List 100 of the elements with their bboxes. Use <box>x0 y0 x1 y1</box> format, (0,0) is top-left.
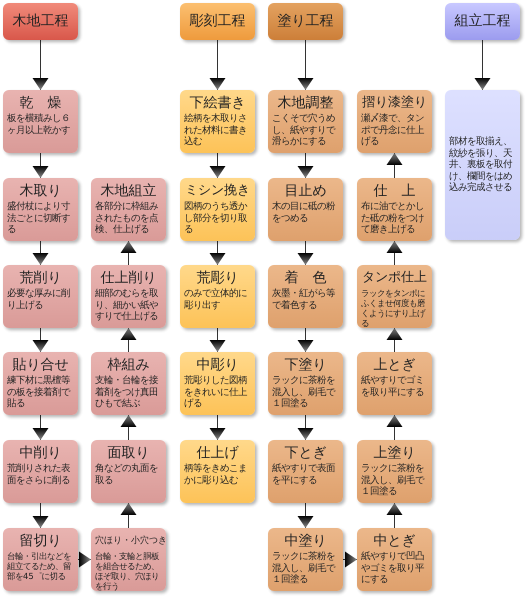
step-description: 柄等をきめこまかに彫り込む <box>184 463 248 486</box>
step-description: 各部分に枠組みされたものを点検、仕上げる <box>95 201 159 236</box>
arrow <box>210 328 226 352</box>
process-box <box>91 440 166 503</box>
step-title: 貼り合せ <box>12 357 70 373</box>
arrow <box>474 40 490 90</box>
step-description: 紙やすりで凹凸やゴミを取り平にする <box>361 551 425 586</box>
arrow <box>32 414 48 440</box>
step-title: 仕上げ <box>196 445 240 461</box>
step-title: 上とぎ <box>372 357 416 373</box>
step-title: 上塗り <box>372 445 416 461</box>
step-description: ラックに茶粉を混入し、刷毛で１回塗る <box>272 375 336 410</box>
process-box <box>3 352 78 415</box>
arrow <box>298 502 314 528</box>
step-description: 紙やすりで表面を平にする <box>272 463 336 486</box>
arrow <box>386 240 402 266</box>
step-title: 仕 上 <box>372 183 416 199</box>
step-description: 台輪・引出などを組立てるため、留部を45゜に切る <box>7 551 72 582</box>
step-title: 木地調整 <box>276 95 334 111</box>
step-title: 下とぎ <box>284 445 328 461</box>
arrow <box>298 328 314 352</box>
step-description: 木の目に砥の粉をつめる <box>272 201 336 224</box>
process-box <box>180 178 255 241</box>
step-title: 下塗り <box>284 357 328 373</box>
arrow <box>298 152 314 178</box>
step-title: ミシン挽き <box>184 183 251 199</box>
arrow <box>386 152 402 178</box>
stage-title: 組立工程 <box>454 12 512 31</box>
process-box <box>357 90 432 153</box>
stage-title: 木地工程 <box>12 12 70 31</box>
arrow <box>120 502 136 528</box>
process-box <box>268 178 343 241</box>
step-description: 必要な厚みに削り上げる <box>7 288 71 311</box>
step-title: 目止め <box>284 183 328 199</box>
step-description: 灰墨・紅がら等で着色する <box>272 288 336 311</box>
step-title: 着 色 <box>284 270 328 286</box>
step-description: 布に油でとかした砥の粉をつけて磨き上げる <box>361 201 425 236</box>
process-box <box>3 90 78 153</box>
process-box <box>180 352 255 415</box>
stage-header-box <box>180 3 255 40</box>
step-description: こくそで穴うめし、紙やすりで滑らかにする <box>272 113 336 148</box>
arrow <box>32 502 48 528</box>
step-title: 中彫り <box>196 357 240 373</box>
step-title: 摺り漆塗り <box>361 95 428 111</box>
step-description: 荒削りされた表面をさらに削る <box>7 463 71 486</box>
process-box <box>91 265 166 328</box>
step-description: 細部のむらを取り、細かい紙やすりで仕上げる <box>95 288 159 322</box>
process-box <box>180 90 255 153</box>
arrow <box>386 502 402 528</box>
process-box <box>357 178 432 241</box>
process-box <box>357 440 432 503</box>
step-title: 枠組み <box>106 357 150 373</box>
step-description: 紙やすりでゴミを取り平にする <box>361 375 425 398</box>
process-box <box>357 528 432 591</box>
arrow <box>120 328 136 352</box>
stage-header-box <box>3 3 78 40</box>
process-box <box>268 440 343 503</box>
step-description: 絵柄を木取りされた材料に書き込む <box>184 113 248 148</box>
arrow <box>120 240 136 266</box>
step-title: 面取り <box>106 445 150 461</box>
step-title: 中とぎ <box>372 533 416 549</box>
step-title: 留切り <box>18 533 62 549</box>
arrow <box>298 40 314 90</box>
step-title: 乾 燥 <box>18 95 62 111</box>
arrow <box>298 240 314 266</box>
process-box <box>357 352 432 415</box>
process-box <box>3 265 78 328</box>
step-title: 下絵書き <box>188 95 246 111</box>
process-box <box>357 265 432 328</box>
stage-title: 塗り工程 <box>276 12 334 31</box>
arrow <box>298 414 314 440</box>
process-box <box>268 352 343 415</box>
process-box <box>445 90 520 240</box>
arrow <box>32 40 48 90</box>
step-description: 角などの丸面を取る <box>95 463 159 486</box>
process-box <box>180 440 255 503</box>
arrow <box>210 40 226 90</box>
step-description: 台輪・支輪と胴板を組合せるため、ほぞ取り、穴ほりを行う <box>95 551 160 592</box>
process-box <box>3 528 78 591</box>
stage-title: 彫刻工程 <box>188 12 246 31</box>
arrow <box>120 414 136 440</box>
arrow <box>32 152 48 178</box>
arrow <box>210 240 226 266</box>
arrow <box>32 328 48 352</box>
process-box <box>268 528 343 591</box>
process-box <box>91 528 166 591</box>
step-description: ラックをタンポにふくませ何度も磨くようにすり上げる <box>361 288 426 328</box>
arrow <box>78 552 92 568</box>
step-title: 中削り <box>18 445 62 461</box>
step-description: 瀬〆漆で、タンポで丹念に仕上げる <box>361 113 426 148</box>
step-title: 木取り <box>18 183 62 199</box>
arrow <box>32 240 48 266</box>
arrow <box>386 328 402 352</box>
step-title: 荒削り <box>18 270 62 286</box>
arrow <box>210 152 226 178</box>
step-description: のみで立体的に彫り出す <box>184 288 248 311</box>
step-description: 支輪・台輪を接着剤をつけ真田ひもで結ぶ <box>95 375 159 410</box>
process-box <box>91 178 166 241</box>
step-description: 部材を取揃え、紋紗を張り、天井、裏板を取付け、欄間をはめ込み完成させる <box>449 136 514 194</box>
step-title: タンポ仕上 <box>361 270 428 286</box>
